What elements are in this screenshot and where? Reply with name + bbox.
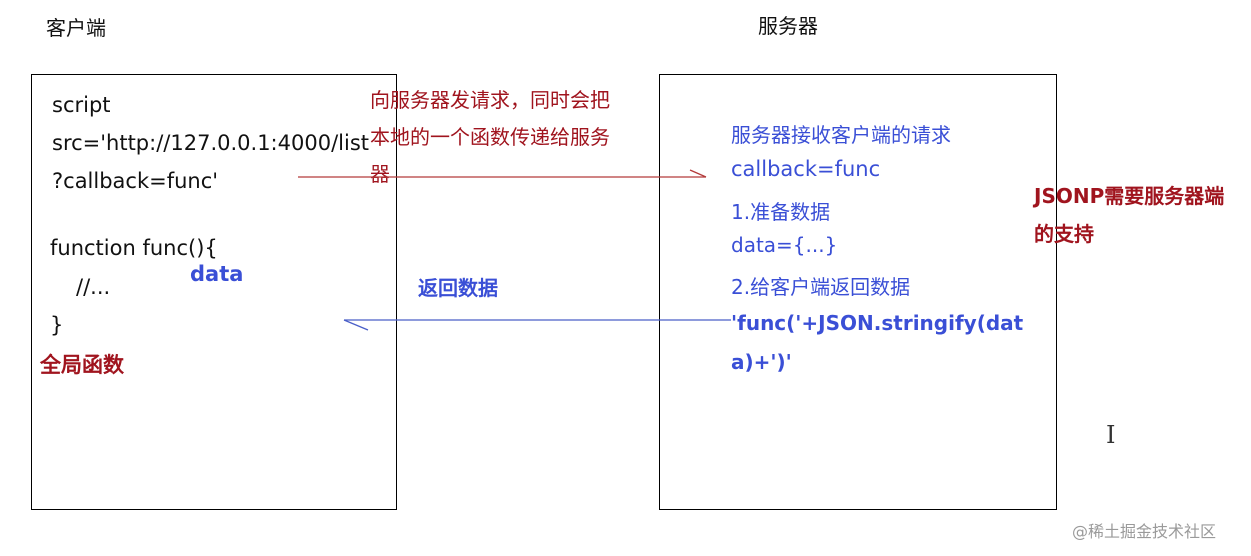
request-note-line-1: 向服务器发请求，同时会把 [370, 88, 610, 112]
server-line-stringify-end: a)+')' [731, 350, 792, 374]
client-code-line-src: src='http://127.0.0.1:4000/list [52, 131, 369, 155]
client-code-line-function: function func(){ [50, 236, 218, 260]
request-note-line-3: 器 [370, 162, 390, 186]
request-note-line-2: 本地的一个函数传递给服务 [370, 125, 610, 149]
client-code-line-close: } [50, 313, 64, 337]
server-line-callback: callback=func [731, 157, 881, 181]
response-note: 返回数据 [418, 276, 498, 300]
client-data-label: data [190, 262, 244, 286]
server-heading: 服务器 [758, 14, 818, 38]
client-box [31, 74, 397, 510]
server-line-data: data={...} [731, 233, 838, 257]
server-line-prepare: 1.准备数据 [731, 200, 831, 224]
watermark: @稀土掘金技术社区 [1072, 522, 1217, 541]
client-code-line-callback: ?callback=func' [52, 169, 219, 193]
jsonp-note-line-2: 的支持 [1034, 222, 1094, 246]
client-code-line-comment: //... [76, 275, 111, 299]
server-line-stringify: 'func('+JSON.stringify(dat [731, 311, 1024, 335]
server-line-return: 2.给客户端返回数据 [731, 275, 911, 299]
request-arrow [298, 169, 707, 178]
server-line-receive: 服务器接收客户端的请求 [731, 123, 951, 147]
jsonp-note-line-1: JSONP需要服务器端 [1034, 184, 1225, 208]
server-box [659, 74, 1057, 510]
text-cursor-icon: I [1106, 421, 1116, 449]
client-heading: 客户端 [46, 16, 106, 40]
response-arrow [343, 319, 731, 331]
global-function-label: 全局函数 [40, 353, 124, 377]
client-code-line-script: script [52, 93, 111, 117]
